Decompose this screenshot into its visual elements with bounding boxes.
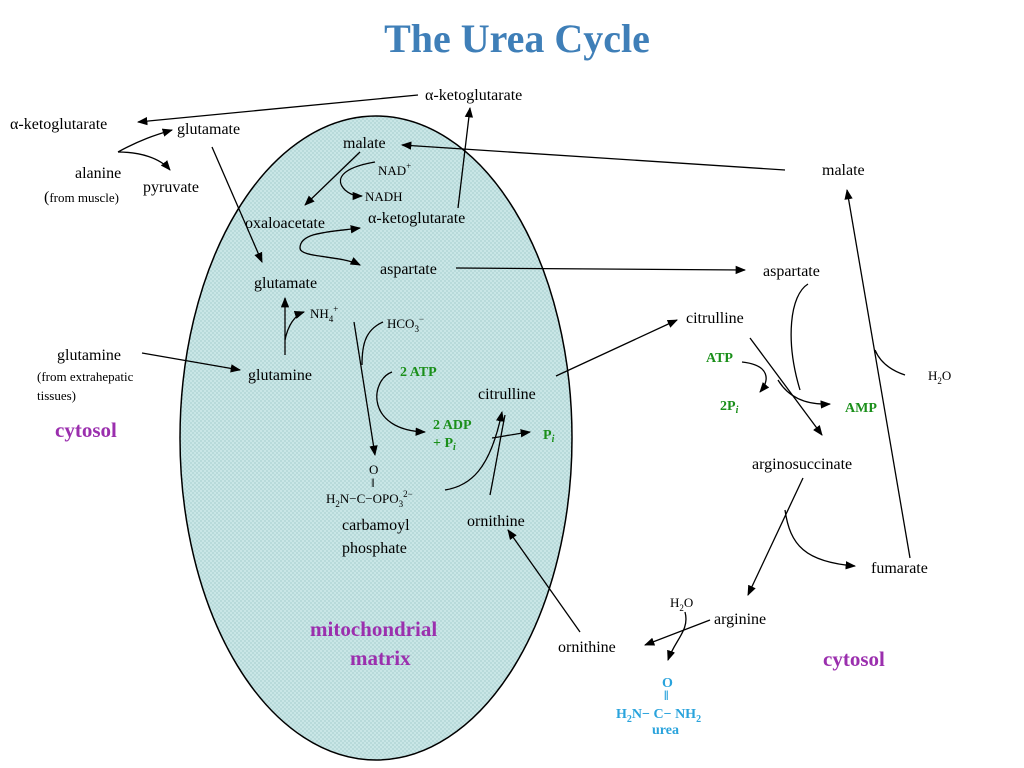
matrix-citrulline-label: citrulline — [478, 386, 536, 403]
urea-structure: O ‖ H2N− C− NH2 — [616, 676, 701, 725]
arginine-label: arginine — [714, 611, 766, 628]
carbamoyl-phosphate-structure: O ‖ H2N−C−OPO32− — [326, 462, 413, 509]
nad-label: NAD+ — [378, 161, 411, 178]
amp-label: AMP — [845, 401, 877, 416]
plus-pi-label: + Pi — [433, 436, 456, 453]
atp-label: ATP — [706, 351, 733, 366]
two-adp-label: 2 ADP — [433, 418, 472, 433]
pi-out-label: Pi — [543, 428, 555, 445]
urea-label: urea — [652, 723, 679, 738]
left-glutamine-label: glutamine — [57, 347, 121, 364]
cytosol-right-label: cytosol — [823, 647, 885, 671]
right-h2o-label: H2O — [928, 368, 951, 386]
mitochondrial-matrix — [179, 115, 573, 761]
cytosol-left-label: cytosol — [55, 418, 117, 442]
fumarate-label: fumarate — [871, 560, 928, 577]
svg-text:O: O — [662, 676, 673, 691]
left-glutamate-label: glutamate — [177, 121, 240, 138]
matrix-glutamate-label: glutamate — [254, 275, 317, 292]
page-title: The Urea Cycle — [384, 16, 650, 61]
oxaloacetate-label: oxaloacetate — [245, 215, 325, 232]
hco3-label: HCO3− — [387, 314, 424, 334]
svg-text:O: O — [369, 462, 378, 477]
from-muscle-label: (from muscle) — [44, 189, 119, 206]
matrix-ornithine-label: ornithine — [467, 513, 525, 530]
matrix-malate-label: malate — [343, 135, 386, 152]
phosphate-label: phosphate — [342, 540, 407, 557]
bottom-h2o-label: H2O — [670, 595, 693, 613]
matrix-label: matrix — [350, 646, 411, 670]
matrix-glutamine-label: glutamine — [248, 367, 312, 384]
svg-text:‖: ‖ — [371, 475, 375, 490]
matrix-akg-label: α-ketoglutarate — [368, 210, 465, 227]
right-malate-label: malate — [822, 162, 865, 179]
right-aspartate-label: aspartate — [763, 263, 820, 280]
carbamoyl-label: carbamoyl — [342, 517, 410, 534]
nh4-label: NH4+ — [310, 304, 338, 324]
glutamine-source-line2: tissues) — [37, 388, 76, 403]
mitochondrial-label: mitochondrial — [310, 617, 437, 641]
glutamine-source-line1: (from extrahepatic — [37, 369, 134, 384]
svg-text:H2N− C− NH2: H2N− C− NH2 — [616, 707, 701, 725]
left-akg-label: α-ketoglutarate — [10, 116, 107, 133]
arginosuccinate-label: arginosuccinate — [752, 456, 852, 473]
nadh-label: NADH — [365, 189, 403, 204]
matrix-aspartate-label: aspartate — [380, 261, 437, 278]
pathway-arrows — [117, 94, 911, 661]
alanine-label: alanine — [75, 165, 121, 182]
two-pi-label: 2Pi — [720, 399, 739, 416]
pyruvate-label: pyruvate — [143, 179, 199, 196]
two-atp-label: 2 ATP — [400, 365, 437, 380]
cytosol-ornithine-label: ornithine — [558, 639, 616, 656]
top-akg-label: α-ketoglutarate — [425, 87, 522, 104]
svg-text:‖: ‖ — [664, 689, 669, 704]
svg-text:H2N−C−OPO32−: H2N−C−OPO32− — [326, 489, 413, 509]
right-citrulline-label: citrulline — [686, 310, 744, 327]
